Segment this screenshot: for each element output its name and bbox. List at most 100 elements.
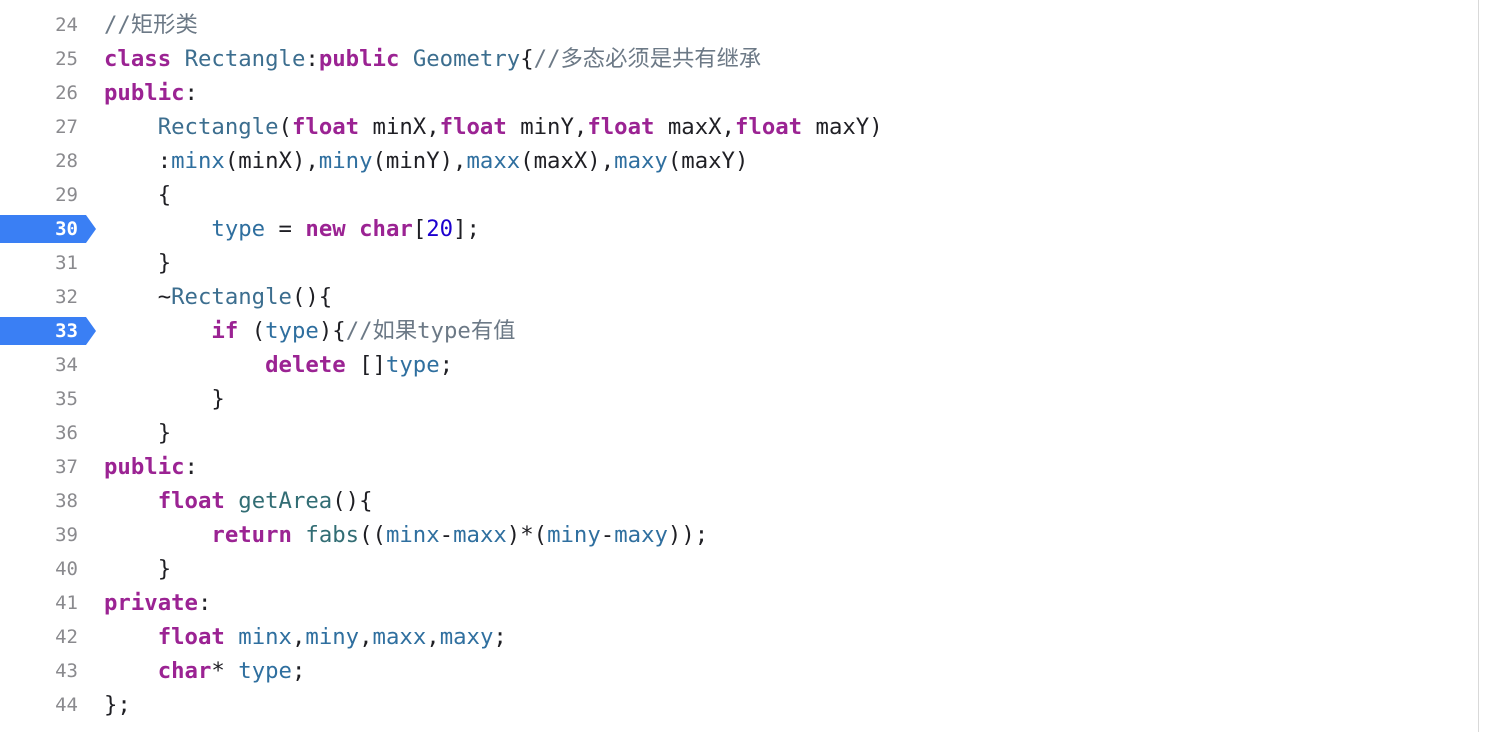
line-number: 29 — [55, 184, 78, 206]
line-number: 26 — [55, 82, 78, 104]
code-token: (( — [359, 522, 386, 548]
code-token — [104, 216, 211, 242]
code-text: return fabs((minx-maxx)*(miny-maxy)); — [104, 518, 708, 552]
code-token: 20 — [426, 216, 454, 242]
line-gutter[interactable]: 41 — [0, 586, 96, 620]
code-line[interactable]: 34 delete []type; — [0, 348, 1478, 382]
line-gutter[interactable]: 36 — [0, 416, 96, 450]
line-gutter[interactable]: 43 — [0, 654, 96, 688]
line-gutter[interactable]: 42 — [0, 620, 96, 654]
code-token: (minX), — [224, 148, 319, 174]
code-token: char — [157, 658, 212, 684]
breakpoint-marker[interactable] — [0, 215, 96, 243]
code-token: { — [104, 182, 172, 208]
line-gutter[interactable]: 39 — [0, 518, 96, 552]
code-token: maxY) — [802, 114, 883, 140]
line-gutter[interactable]: 38 — [0, 484, 96, 518]
code-line[interactable]: 42 float minx,miny,maxx,maxy; — [0, 620, 1478, 654]
code-line[interactable]: 27 Rectangle(float minX,float minY,float… — [0, 110, 1478, 144]
line-gutter[interactable]: 27 — [0, 110, 96, 144]
code-line[interactable]: 36 } — [0, 416, 1478, 450]
code-text: private: — [104, 586, 211, 620]
code-line[interactable]: 32 ~Rectangle(){ — [0, 280, 1478, 314]
code-token: ~ — [104, 284, 172, 310]
code-token: delete — [265, 352, 346, 378]
line-number: 35 — [55, 388, 78, 410]
code-token: Rectangle — [157, 114, 279, 140]
code-token: minY, — [506, 114, 588, 140]
code-token: maxx — [466, 148, 521, 174]
code-line[interactable]: 44}; — [0, 688, 1478, 722]
code-token: minx — [238, 624, 292, 650]
code-token: : — [197, 590, 212, 616]
code-token: , — [426, 624, 440, 650]
code-token: if — [211, 318, 239, 344]
line-gutter[interactable]: 29 — [0, 178, 96, 212]
line-number: 27 — [55, 116, 78, 138]
code-line[interactable]: 40 } — [0, 552, 1478, 586]
code-token: maxX, — [654, 114, 735, 140]
code-line[interactable]: 43 char* type; — [0, 654, 1478, 688]
line-gutter[interactable]: 24 — [0, 8, 96, 42]
code-token — [104, 114, 158, 140]
line-gutter[interactable]: 32 — [0, 280, 96, 314]
code-line[interactable]: 33 if (type){//如果type有值 — [0, 314, 1478, 348]
code-token: } — [104, 556, 172, 582]
line-gutter[interactable]: 44 — [0, 688, 96, 722]
code-token: char — [359, 216, 413, 242]
code-token: ; — [493, 624, 507, 650]
code-text: if (type){//如果type有值 — [104, 314, 515, 348]
code-line[interactable]: 30 type = new char[20]; — [0, 212, 1478, 246]
code-token: //如果type有值 — [345, 318, 516, 344]
code-line[interactable]: 35 } — [0, 382, 1478, 416]
line-gutter[interactable]: 35 — [0, 382, 96, 416]
code-text: ~Rectangle(){ — [104, 280, 333, 314]
code-token: miny — [318, 148, 373, 174]
code-token: maxx — [453, 522, 507, 548]
breakpoint-marker[interactable] — [0, 317, 96, 345]
code-token: float — [439, 114, 507, 140]
code-token: Rectangle — [171, 284, 292, 310]
code-token: - — [439, 522, 454, 548]
code-token: //多态必须是共有继承 — [533, 46, 762, 72]
code-line[interactable]: 24//矩形类 — [0, 8, 1478, 42]
code-token: miny — [305, 624, 360, 650]
line-number: 30 — [55, 218, 78, 240]
line-gutter[interactable]: 30 — [0, 212, 96, 246]
line-gutter[interactable]: 25 — [0, 42, 96, 76]
line-number: 31 — [55, 252, 78, 274]
code-line[interactable]: 28 :minx(minX),miny(minY),maxx(maxX),max… — [0, 144, 1478, 178]
line-gutter[interactable]: 37 — [0, 450, 96, 484]
code-text: char* type; — [104, 654, 306, 688]
code-line[interactable]: 39 return fabs((minx-maxx)*(miny-maxy)); — [0, 518, 1478, 552]
code-token: }; — [104, 692, 131, 718]
code-token: , — [291, 624, 306, 650]
code-token: fabs — [305, 522, 360, 548]
code-line[interactable]: 31 } — [0, 246, 1478, 280]
code-token: float — [157, 624, 225, 650]
line-gutter[interactable]: 31 — [0, 246, 96, 280]
line-gutter[interactable]: 28 — [0, 144, 96, 178]
code-token: ; — [439, 352, 454, 378]
code-token: ){ — [318, 318, 346, 344]
line-gutter[interactable]: 33 — [0, 314, 96, 348]
code-token: { — [520, 46, 534, 72]
code-token: maxy — [614, 522, 668, 548]
code-token — [104, 658, 158, 684]
line-gutter[interactable]: 40 — [0, 552, 96, 586]
code-token — [104, 522, 211, 548]
code-token: public — [318, 46, 400, 72]
code-token: getArea — [238, 488, 333, 514]
code-line[interactable]: 38 float getArea(){ — [0, 484, 1478, 518]
line-gutter[interactable]: 34 — [0, 348, 96, 382]
line-gutter[interactable]: 26 — [0, 76, 96, 110]
code-line[interactable]: 29 { — [0, 178, 1478, 212]
code-token — [399, 46, 412, 72]
code-token — [104, 352, 265, 378]
code-token — [104, 624, 158, 650]
